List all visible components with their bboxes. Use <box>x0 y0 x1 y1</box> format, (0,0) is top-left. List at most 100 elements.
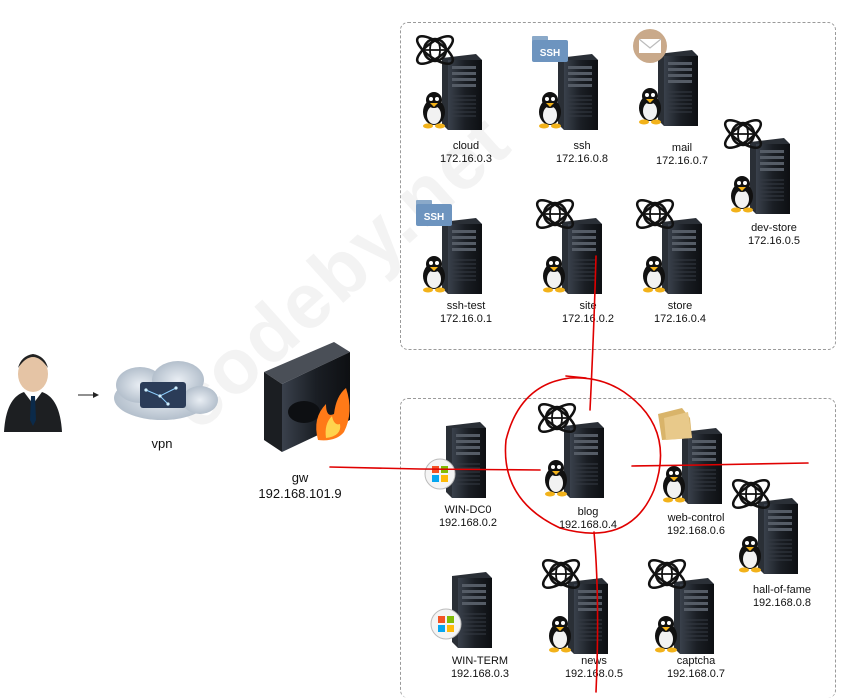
node-name: ssh-test <box>446 300 486 312</box>
ssh-badge: SSH <box>528 30 574 75</box>
dev-store-badge <box>720 114 766 159</box>
linux-penguin-icon <box>663 466 685 503</box>
web-control-server-icon <box>663 428 722 504</box>
hall-of-fame-server <box>734 492 814 581</box>
globe-icon <box>537 403 577 433</box>
linux-penguin-icon <box>543 256 565 293</box>
ssh-folder-icon: SSH <box>532 36 568 62</box>
globe-icon <box>723 119 763 149</box>
node-name: ssh <box>573 140 591 152</box>
mail-server <box>634 44 714 133</box>
hall-of-fame-badge <box>728 474 774 519</box>
node-ip: 172.16.0.3 <box>440 153 492 165</box>
node-ip: 192.168.0.2 <box>438 517 498 529</box>
mail-badge <box>628 26 674 71</box>
win-term-server-icon <box>430 572 492 648</box>
ssh-badge-text: SSH <box>424 212 445 223</box>
linux-penguin-icon <box>731 176 753 213</box>
site-badge <box>532 194 578 239</box>
hall-of-fame-server-icon <box>739 498 798 574</box>
node-name: dev-store <box>751 222 797 234</box>
folder-icon <box>658 408 692 440</box>
dev-store-server-icon <box>731 138 790 214</box>
store-server <box>638 212 718 301</box>
globe-icon <box>541 559 581 589</box>
node-name: WIN-TERM <box>451 655 509 667</box>
captcha-server-icon <box>655 578 714 654</box>
news-badge <box>538 554 584 599</box>
windows-logo-icon <box>430 608 462 640</box>
node-ip: 192.168.0.4 <box>558 519 618 531</box>
captcha-server <box>650 572 730 661</box>
ssh-test-server <box>418 212 498 301</box>
blog-badge <box>534 398 580 443</box>
linux-penguin-icon <box>423 92 445 129</box>
node-name: mail <box>671 142 693 154</box>
vpn-label: vpn <box>151 436 173 451</box>
user-avatar <box>4 354 62 432</box>
linux-penguin-icon <box>545 460 567 497</box>
ssh-server-icon <box>539 54 598 130</box>
node-ip: 172.16.0.1 <box>440 313 492 325</box>
globe-icon <box>415 35 455 65</box>
globe-icon <box>731 479 771 509</box>
web-control-badge <box>652 404 698 449</box>
ssh-server <box>534 48 614 137</box>
node-name: WIN-DC0 <box>444 504 492 516</box>
annotation-tick-top <box>565 375 587 379</box>
windows-icon <box>422 548 468 588</box>
ssh-folder-icon: SSH <box>416 200 452 226</box>
cloud-server <box>418 48 498 137</box>
store-badge <box>632 194 678 239</box>
node-name: store <box>667 300 693 312</box>
store-server-icon <box>643 218 702 294</box>
win-term-server <box>428 566 508 655</box>
node-name: cloud <box>452 140 480 152</box>
node-name: blog <box>577 506 599 518</box>
globe-icon <box>535 199 575 229</box>
captcha-badge <box>644 554 690 599</box>
ssh-test-badge: SSH <box>412 194 458 239</box>
node-ip: 192.168.0.8 <box>752 597 812 609</box>
network-zone-172-16 <box>400 22 836 350</box>
node-name: hall-of-fame <box>752 584 812 596</box>
ssh-badge-text: SSH <box>540 48 561 59</box>
linux-penguin-icon <box>643 256 665 293</box>
gateway-name: gw <box>291 470 309 485</box>
cloud-server-icon <box>423 54 482 130</box>
node-ip: 192.168.0.3 <box>450 668 510 680</box>
gateway-label: gw 192.168.101.9 <box>240 470 360 502</box>
windows-logo-icon <box>424 458 456 490</box>
windows-icon <box>416 398 462 438</box>
node-name: web-control <box>667 512 725 524</box>
globe-icon <box>635 199 675 229</box>
gateway-ip: 192.168.101.9 <box>258 486 342 501</box>
node-ip: 172.16.0.2 <box>562 313 614 325</box>
web-control-server <box>658 422 738 511</box>
mail-server-icon <box>639 50 698 126</box>
win-dc0-badge <box>416 398 462 443</box>
node-name: captcha <box>676 655 716 667</box>
linux-penguin-icon <box>549 616 571 653</box>
node-ip: 192.168.0.6 <box>666 525 726 537</box>
ssh-test-server-icon <box>423 218 482 294</box>
node-ip: 172.16.0.8 <box>556 153 608 165</box>
globe-icon <box>647 559 687 589</box>
linux-penguin-icon <box>539 92 561 129</box>
cloud-badge <box>412 30 458 75</box>
mail-icon <box>633 29 667 63</box>
win-term-badge <box>422 548 468 593</box>
node-ip: 192.168.0.7 <box>666 668 726 680</box>
